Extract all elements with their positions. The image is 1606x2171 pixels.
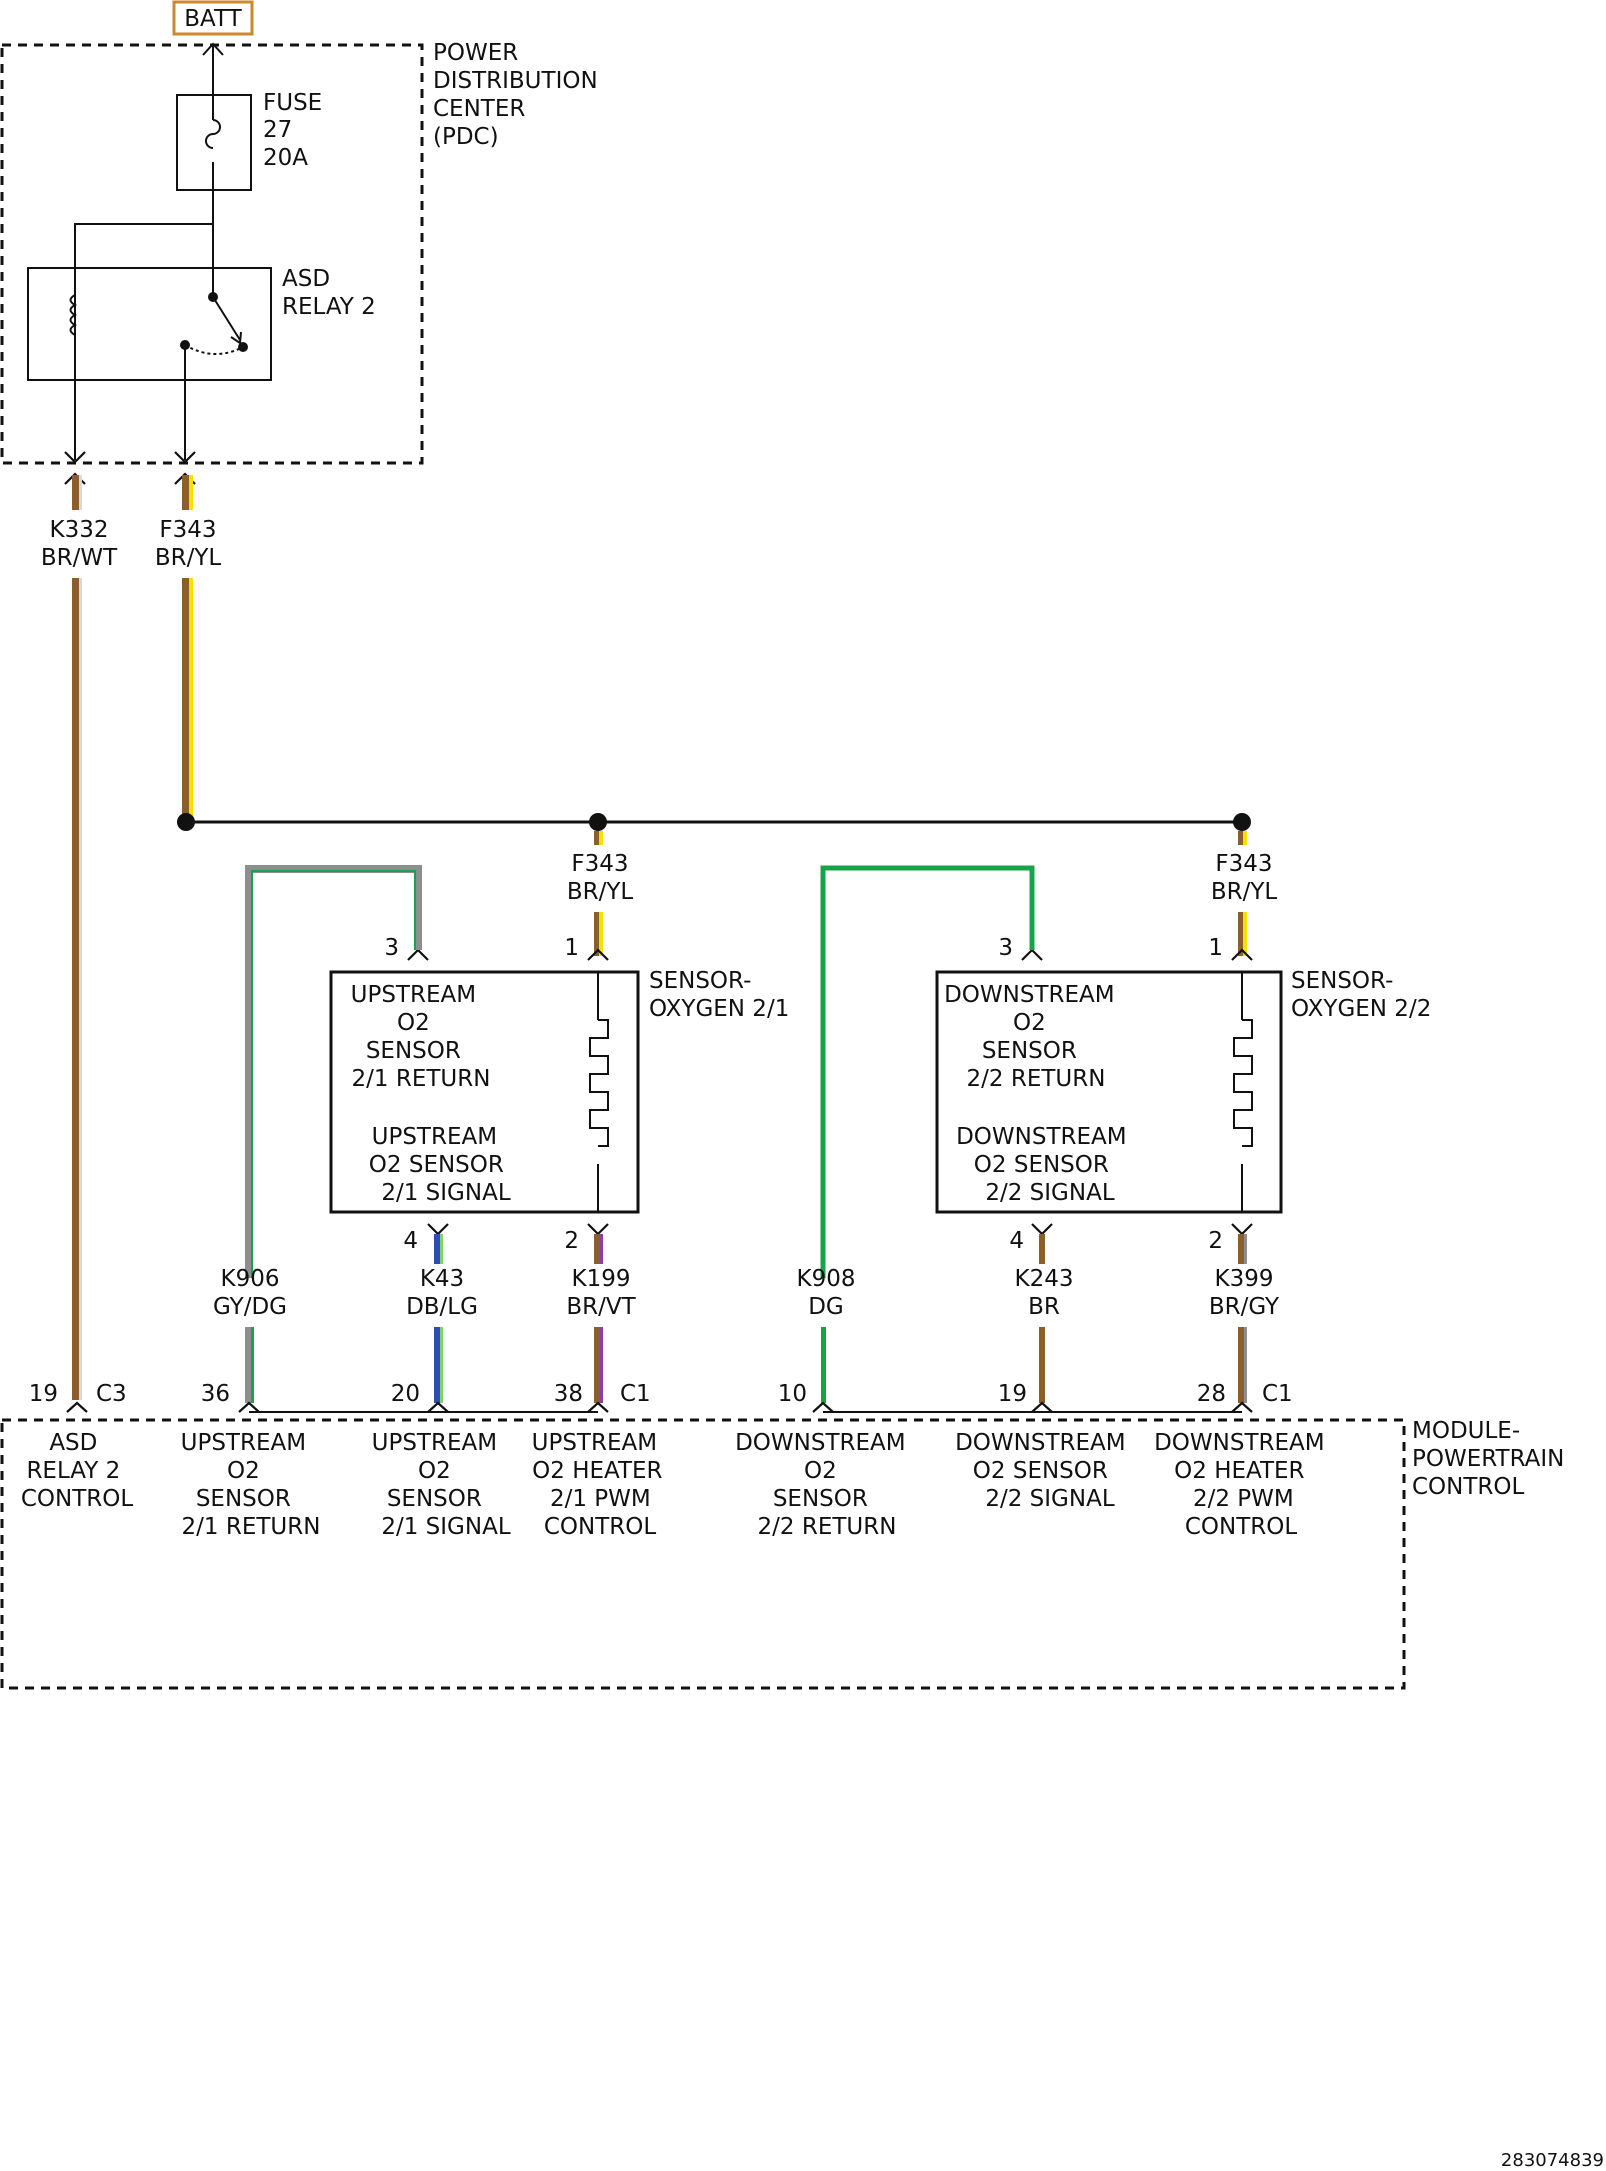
power-distribution-center: POWER DISTRIBUTION CENTER (PDC) FUSE 27 … — [0, 40, 605, 465]
pcm-fn-dn-signal: DOWNSTREAM O2 SENSOR 2/2 SIGNAL — [955, 1430, 1133, 1512]
svg-text:38: 38 — [554, 1381, 583, 1407]
svg-text:K199: K199 — [572, 1266, 631, 1292]
k43-wire: K43 DB/LG — [406, 1234, 478, 1403]
pcm-fn-up-signal: UPSTREAM O2 SENSOR 2/1 SIGNAL — [372, 1430, 511, 1540]
svg-text:K243: K243 — [1015, 1266, 1074, 1292]
sensor21-return-label: UPSTREAM O2 SENSOR 2/1 RETURN — [351, 982, 491, 1092]
svg-text:F343: F343 — [1215, 851, 1272, 877]
k332-wire: K332 BR/WT — [41, 472, 118, 1400]
svg-text:28: 28 — [1197, 1381, 1226, 1407]
pcm-fn-dn-return: DOWNSTREAM O2 SENSOR 2/2 RETURN — [735, 1430, 913, 1540]
pcm-fn-up-heater: UPSTREAM O2 HEATER 2/1 PWM CONTROL — [532, 1430, 670, 1540]
k199-wire: K199 BR/VT — [566, 1234, 637, 1403]
pdc-title: POWER DISTRIBUTION CENTER (PDC) — [433, 40, 605, 150]
svg-text:BR: BR — [1028, 1294, 1060, 1320]
pcm-fn-asd: ASD RELAY 2 CONTROL — [21, 1430, 134, 1512]
svg-text:BR/GY: BR/GY — [1209, 1294, 1280, 1320]
svg-text:36: 36 — [201, 1381, 230, 1407]
sensor21-name: SENSOR- OXYGEN 2/1 — [649, 968, 789, 1022]
f343-s21-wire: F343 BR/YL — [567, 831, 634, 961]
k908-wire: K908 DG — [797, 865, 1035, 1403]
sensor-oxygen-2-2: SENSOR- OXYGEN 2/2 DOWNSTREAM O2 SENSOR … — [935, 935, 1431, 1254]
svg-text:4: 4 — [1009, 1228, 1024, 1254]
svg-text:3: 3 — [384, 935, 399, 961]
powertrain-control-module: 19 C3 36 20 38 C1 10 19 28 C1 MODULE- PO… — [0, 1381, 1572, 1690]
svg-text:F343: F343 — [159, 517, 216, 543]
svg-text:BR/YL: BR/YL — [155, 545, 222, 571]
svg-text:19: 19 — [29, 1381, 58, 1407]
svg-text:K43: K43 — [420, 1266, 464, 1292]
svg-text:BR/WT: BR/WT — [41, 545, 118, 571]
svg-text:1: 1 — [1208, 935, 1223, 961]
svg-text:K908: K908 — [797, 1266, 856, 1292]
pcm-title: MODULE- POWERTRAIN CONTROL — [1412, 1418, 1572, 1500]
svg-text:C1: C1 — [620, 1381, 651, 1407]
k906-wire: K906 GY/DG — [213, 865, 422, 1403]
svg-text:K906: K906 — [221, 1266, 280, 1292]
pcm-fn-dn-heater: DOWNSTREAM O2 HEATER 2/2 PWM CONTROL — [1154, 1430, 1332, 1540]
sensor22-name: SENSOR- OXYGEN 2/2 — [1291, 968, 1431, 1022]
svg-text:DG: DG — [808, 1294, 844, 1320]
svg-text:K332: K332 — [50, 517, 109, 543]
k243-wire: K243 BR — [1015, 1234, 1074, 1403]
svg-text:GY/DG: GY/DG — [213, 1294, 287, 1320]
fuse-27: FUSE 27 20A — [176, 90, 330, 191]
svg-text:4: 4 — [403, 1228, 418, 1254]
svg-text:BR/YL: BR/YL — [567, 879, 634, 905]
k399-wire: K399 BR/GY — [1209, 1234, 1280, 1403]
battery-terminal: BATT — [172, 0, 254, 95]
svg-text:DB/LG: DB/LG — [406, 1294, 478, 1320]
pcm-fn-up-return: UPSTREAM O2 SENSOR 2/1 RETURN — [181, 1430, 321, 1540]
f343-s22-wire: F343 BR/YL — [1211, 831, 1278, 961]
svg-text:2: 2 — [1208, 1228, 1223, 1254]
fuse-label: FUSE 27 20A — [263, 90, 330, 171]
svg-text:BR/YL: BR/YL — [1211, 879, 1278, 905]
svg-text:19: 19 — [998, 1381, 1027, 1407]
document-id: 283074839 — [1501, 2150, 1604, 2171]
splice-bus — [177, 813, 1251, 831]
sensor22-return-label: DOWNSTREAM O2 SENSOR 2/2 RETURN — [944, 982, 1122, 1092]
svg-text:20: 20 — [391, 1381, 420, 1407]
svg-text:C1: C1 — [1262, 1381, 1293, 1407]
svg-text:F343: F343 — [571, 851, 628, 877]
relay-label: ASD RELAY 2 — [282, 266, 376, 320]
sensor22-signal-label: DOWNSTREAM O2 SENSOR 2/2 SIGNAL — [956, 1124, 1134, 1206]
sensor21-signal-label: UPSTREAM O2 SENSOR 2/1 SIGNAL — [369, 1124, 511, 1206]
svg-text:K399: K399 — [1215, 1266, 1274, 1292]
sensor-oxygen-2-1: SENSOR- OXYGEN 2/1 UPSTREAM O2 SENSOR 2/… — [329, 935, 789, 1254]
svg-text:2: 2 — [564, 1228, 579, 1254]
f343-main-wire: F343 BR/YL — [155, 472, 222, 822]
asd-relay-2: ASD RELAY 2 — [27, 266, 376, 460]
batt-label: BATT — [184, 6, 242, 32]
svg-text:1: 1 — [564, 935, 579, 961]
svg-text:BR/VT: BR/VT — [566, 1294, 636, 1320]
svg-text:10: 10 — [778, 1381, 807, 1407]
svg-text:C3: C3 — [96, 1381, 127, 1407]
svg-text:3: 3 — [998, 935, 1013, 961]
